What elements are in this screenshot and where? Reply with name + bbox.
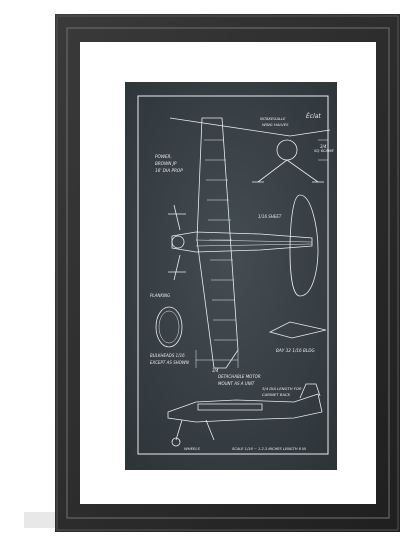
frame-outer-bevel [56,15,399,531]
side-view-fuselage [167,393,323,423]
side-view-wheel [171,437,181,447]
top-view-label-1: INTAKEGALLE [260,116,286,121]
front-view-wing [169,117,331,137]
sheet-label: 1/16 SHEET [258,214,282,219]
bulkhead-label-2: EXCEPT AS SHOWN [150,360,189,365]
linework [155,117,331,447]
detach-label-2: MOUNT AS A UNIT [218,381,255,386]
logo-label: Éclat [306,112,321,120]
spinner [171,235,185,249]
engine-label-2: 16' DIA PROP [155,168,183,173]
dimension-label-a: 3/4 [212,368,219,373]
cabin-label-1: 3/4 DIA LENGTH FOR [262,386,302,391]
blueprint-print [125,82,337,470]
blueprint-border [137,95,329,455]
wing-ribs [204,139,237,341]
tail-fin-detail [268,321,327,339]
cross-section-oval [155,306,183,348]
side-view-tail [299,383,321,399]
frame-inner-edge [66,27,390,519]
engine-label-1: BROWN JP [155,161,177,166]
blueprint-labels: Éclat POWER, BROWN JP 16' DIA PROP INTAK… [150,112,335,451]
side-view-gear [175,419,215,441]
dimension-label-b: 3/4 [320,144,327,149]
dimension-lines [195,139,328,368]
cabin-label-2: CABINET BACK [262,392,291,397]
power-label: POWER, [155,154,172,159]
bulkhead-label-1: BULKHEADS 1/16 [150,353,185,358]
fuselage-top-view [171,231,313,253]
planking-label: PLANKING [150,293,170,298]
front-view-gear [252,159,324,183]
scale-label: SQ 6CAME [314,148,335,153]
tail-plane [289,194,319,297]
top-view-label-2: WING HALVES [262,122,289,127]
side-view-wing [197,403,263,411]
propeller [168,204,186,281]
wheels-label: WHEELS [184,446,201,451]
detach-label-1: DETACHABLE MOTOR [218,374,261,379]
cross-section-inner [158,310,180,344]
bay-label: BAY 32 1/16 BLDG [276,348,315,353]
footer-label: SCALE 1/16 ~ 1.2.3 INCHES LENGTH 8 IN [232,447,306,451]
fuselage-stringers [195,239,313,247]
